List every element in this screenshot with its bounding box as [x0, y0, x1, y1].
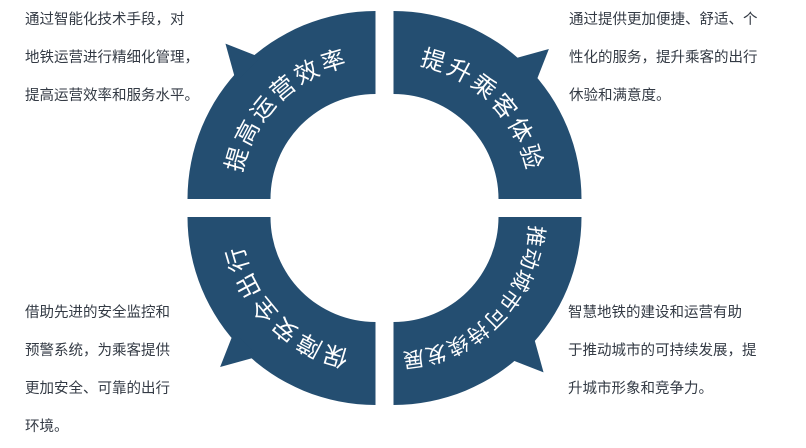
- description-line: 性化的服务，提升乘客的出行: [569, 50, 758, 66]
- segment-br: 推动城市可持续发展: [393, 217, 582, 405]
- description-line: 通过智能化技术手段，对: [25, 12, 185, 28]
- arrow-barb-icon: [510, 48, 549, 85]
- description-line: 于推动城市的可持续发展，提: [568, 343, 757, 359]
- description-line: 通过提供更加便捷、舒适、个: [569, 12, 758, 28]
- arrow-barb-icon: [508, 333, 544, 373]
- ring-segment: [187, 217, 376, 405]
- ring-segment: [187, 11, 376, 199]
- segment-tr: 提升乘客体验: [393, 11, 582, 199]
- description-line: 升城市形象和竞争力。: [568, 381, 713, 397]
- description-line: 借助先进的安全监控和: [25, 305, 170, 321]
- description-sustainable-development: 智慧地铁的建设和运营有助 于推动城市的可持续发展，提 升城市形象和竞争力。: [568, 294, 757, 408]
- description-operation-efficiency: 通过智能化技术手段，对 地铁运营进行精细化管理， 提高运营效率和服务水平。: [25, 1, 199, 115]
- description-line: 提高运营效率和服务水平。: [25, 88, 199, 104]
- arrow-barb-icon: [225, 43, 261, 83]
- ring-segment: [393, 11, 582, 199]
- description-line: 更加安全、可靠的出行: [25, 381, 170, 397]
- description-line: 休验和满意度。: [569, 88, 671, 104]
- description-line: 智慧地铁的建设和运营有助: [568, 305, 742, 321]
- description-safe-travel: 借助先进的安全监控和 预警系统，为乘客提供 更加安全、可靠的出行 环境。: [25, 294, 170, 446]
- description-passenger-experience: 通过提供更加便捷、舒适、个 性化的服务，提升乘客的出行 休验和满意度。: [569, 1, 758, 115]
- ring-segment: [393, 217, 582, 405]
- description-line: 预警系统，为乘客提供: [25, 343, 170, 359]
- segment-bl: 保障安全出行: [187, 217, 376, 405]
- description-line: 环境。: [25, 419, 69, 435]
- segment-tl: 提高运营效率: [187, 11, 376, 199]
- description-line: 地铁运营进行精细化管理，: [25, 50, 199, 66]
- arrow-barb-icon: [220, 331, 259, 368]
